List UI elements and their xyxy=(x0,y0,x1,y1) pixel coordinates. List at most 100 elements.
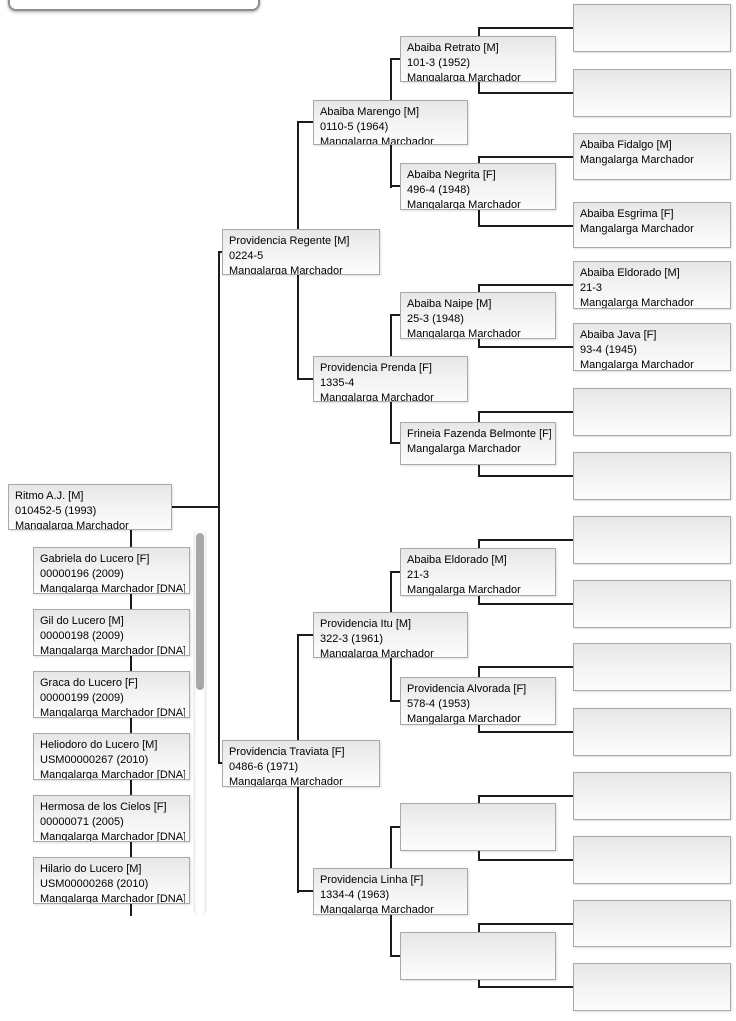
offspring-hilario-do-lucero[interactable]: Hilario do Lucero [M]USM00000268 (2010)M… xyxy=(33,857,190,904)
node-text-line: Mangalarga Marchador xyxy=(407,72,521,82)
node-text-line: Abaiba Naipe [M] xyxy=(407,298,492,310)
node-text-line: Mangalarga Marchador [DNA] xyxy=(40,831,185,842)
node-frineia-fazenda-belmonte[interactable]: Frineia Fazenda Belmonte [F]Mangalarga M… xyxy=(400,422,556,465)
node-text-line: Mangalarga Marchador xyxy=(580,154,694,166)
node-abaiba-esgrima[interactable]: Abaiba Esgrima [F] Mangalarga Marchador xyxy=(573,202,731,248)
node-text-line: Abaiba Java [F] xyxy=(580,329,657,341)
node-text-line: USM00000267 (2010) xyxy=(40,754,149,766)
node-text-line: 0110-5 (1964) xyxy=(320,121,389,133)
node-text-line: Mangalarga Marchador [DNA] xyxy=(40,893,185,904)
node-text-line: 1335-4 xyxy=(320,377,355,389)
node-text-line: Mangalarga Marchador xyxy=(229,776,343,787)
node-abaiba-naipe[interactable]: Abaiba Naipe [M] 25-3 (1948) Mangalarga Ma… xyxy=(400,292,556,339)
node-text-line: 496-4 (1948) xyxy=(407,184,470,196)
node-text-line: 25-3 (1948) xyxy=(407,313,464,325)
node-text-line: Mangalarga Marchador xyxy=(407,199,521,210)
node-abaiba-java[interactable]: Abaiba Java [F]93-4 (1945)Mangalarga Mar… xyxy=(573,323,731,371)
node-providencia-itu[interactable]: Providencia Itu [M] 322-3 (1961) Mangalarg… xyxy=(313,612,468,658)
connector-line xyxy=(478,666,573,668)
node-text-line: Providencia Traviata [F] xyxy=(229,746,345,758)
node-text-line: Mangalarga Marchador [DNA] xyxy=(40,707,185,718)
node-text-line: Mangalarga Marchador xyxy=(580,223,694,235)
node-text-line: Mangalarga Marchador xyxy=(407,443,521,455)
search-box[interactable] xyxy=(8,0,260,11)
node-empty-sire-of-linha xyxy=(400,803,556,851)
node-text-line: Abaiba Negrita [F] xyxy=(407,169,496,181)
node-text-line: Providencia Regente [M] xyxy=(229,235,350,247)
offspring-hermosa-de-los-cielos[interactable]: Hermosa de los Cielos [F]00000071 (2005)… xyxy=(33,795,190,842)
node-text-line: Mangalarga Marchador xyxy=(407,713,521,725)
connector-line xyxy=(478,731,573,733)
node-text-line: Mangalarga Marchador [DNA] xyxy=(40,645,185,656)
connector-line xyxy=(478,156,573,158)
node-text-line: Mangalarga Marchador xyxy=(320,392,434,402)
connector-line xyxy=(478,411,573,413)
node-text-line: Gabriela do Lucero [F] xyxy=(40,553,150,565)
node-text-line: 00000196 (2009) xyxy=(40,568,124,580)
offspring-heliodoro-do-lucero[interactable]: Heliodoro do Lucero [M] USM00000267 (2010… xyxy=(33,733,190,780)
node-text-line: Mangalarga Marchador [DNA] xyxy=(40,583,185,594)
offspring-gil-do-lucero[interactable]: Gil do Lucero [M]00000198 (2009)Mangalar… xyxy=(33,609,190,656)
connector-line xyxy=(478,225,573,227)
node-text-line: Providencia Alvorada [F] xyxy=(407,683,527,695)
node-empty-dam-of-linha xyxy=(400,932,556,980)
connector-line xyxy=(218,251,220,764)
connector-line xyxy=(130,530,132,916)
connector-line xyxy=(172,506,220,508)
node-text-line: Mangalarga Marchador xyxy=(320,648,434,658)
connector-line xyxy=(297,121,315,123)
node-text-line: 1334-4 (1963) xyxy=(320,889,390,901)
offspring-gabriela-do-lucero[interactable]: Gabriela do Lucero [F] 00000196 (2009) Man… xyxy=(33,547,190,594)
node-text-line: Mangalarga Marchador xyxy=(580,297,694,309)
node-text-line: Mangalarga Marchador xyxy=(407,584,521,596)
offspring-scrollbar-track[interactable] xyxy=(193,528,207,916)
connector-line xyxy=(478,859,573,861)
connector-line xyxy=(390,571,402,573)
node-abaiba-fidalgo[interactable]: Abaiba Fidalgo [M]Mangalarga Marchador xyxy=(573,133,731,180)
connector-line xyxy=(478,92,573,94)
node-text-line: Mangalarga Marchador xyxy=(407,328,521,339)
node-text-line: Ritmo A.J. [M] xyxy=(15,490,84,502)
node-text-line: 101-3 (1952) xyxy=(407,57,470,69)
node-text-line: 322-3 (1961) xyxy=(320,633,383,645)
node-text-line: Providencia Itu [M] xyxy=(320,618,412,630)
node-text-line: Heliodoro do Lucero [M] xyxy=(40,739,158,751)
node-text-line: 010452-5 (1993) xyxy=(15,505,97,517)
node-text-line: Graca do Lucero [F] xyxy=(40,677,138,689)
node-empty-ancestor-14 xyxy=(573,836,731,884)
node-abaiba-retrato[interactable]: Abaiba Retrato [M] 101-3 (1952) Mangalarga… xyxy=(400,36,556,82)
connector-line xyxy=(478,603,573,605)
connector-line xyxy=(478,923,573,925)
node-text-line: Abaiba Marengo [M] xyxy=(320,106,420,118)
node-text-line: Mangalarga Marchador xyxy=(320,904,434,915)
node-providencia-alvorada[interactable]: Providencia Alvorada [F]578-4 (1953)Mang… xyxy=(400,677,556,725)
node-abaiba-negrita[interactable]: Abaiba Negrita [F] 496-4 (1948) Mangalarga… xyxy=(400,163,556,210)
node-empty-ancestor-9 xyxy=(573,516,731,564)
connector-line xyxy=(390,442,402,444)
node-abaiba-marengo[interactable]: Abaiba Marengo [M]0110-5 (1964)Mangalarg… xyxy=(313,100,468,145)
connector-line xyxy=(218,251,224,253)
node-empty-ancestor-16 xyxy=(573,963,731,1011)
node-providencia-traviata[interactable]: Providencia Traviata [F]0486-6 (1971)Man… xyxy=(222,740,380,787)
node-text-line: Gil do Lucero [M] xyxy=(40,615,124,627)
connector-line xyxy=(478,539,573,541)
node-empty-ancestor-1 xyxy=(573,4,731,52)
connector-line xyxy=(478,475,573,477)
connector-line xyxy=(297,890,315,892)
node-empty-ancestor-8 xyxy=(573,452,731,500)
node-text-line: 0224-5 xyxy=(229,250,264,262)
node-text-line: 00000199 (2009) xyxy=(40,692,124,704)
node-empty-ancestor-15 xyxy=(573,900,731,947)
node-ritmo-a-j[interactable]: Ritmo A.J. [M]010452-5 (1993)Mangalarga … xyxy=(8,484,172,530)
node-providencia-linha[interactable]: Providencia Linha [F]1334-4 (1963)Mangal… xyxy=(313,868,468,915)
connector-line xyxy=(390,826,402,828)
offspring-graca-do-lucero[interactable]: Graca do Lucero [F] 00000199 (2009) Mangal… xyxy=(33,671,190,718)
node-text-line: 93-4 (1945) xyxy=(580,344,637,356)
node-text-line: Abaiba Retrato [M] xyxy=(407,42,499,54)
node-text-line: Abaiba Esgrima [F] xyxy=(580,208,674,220)
offspring-scrollbar-thumb[interactable] xyxy=(196,533,204,690)
